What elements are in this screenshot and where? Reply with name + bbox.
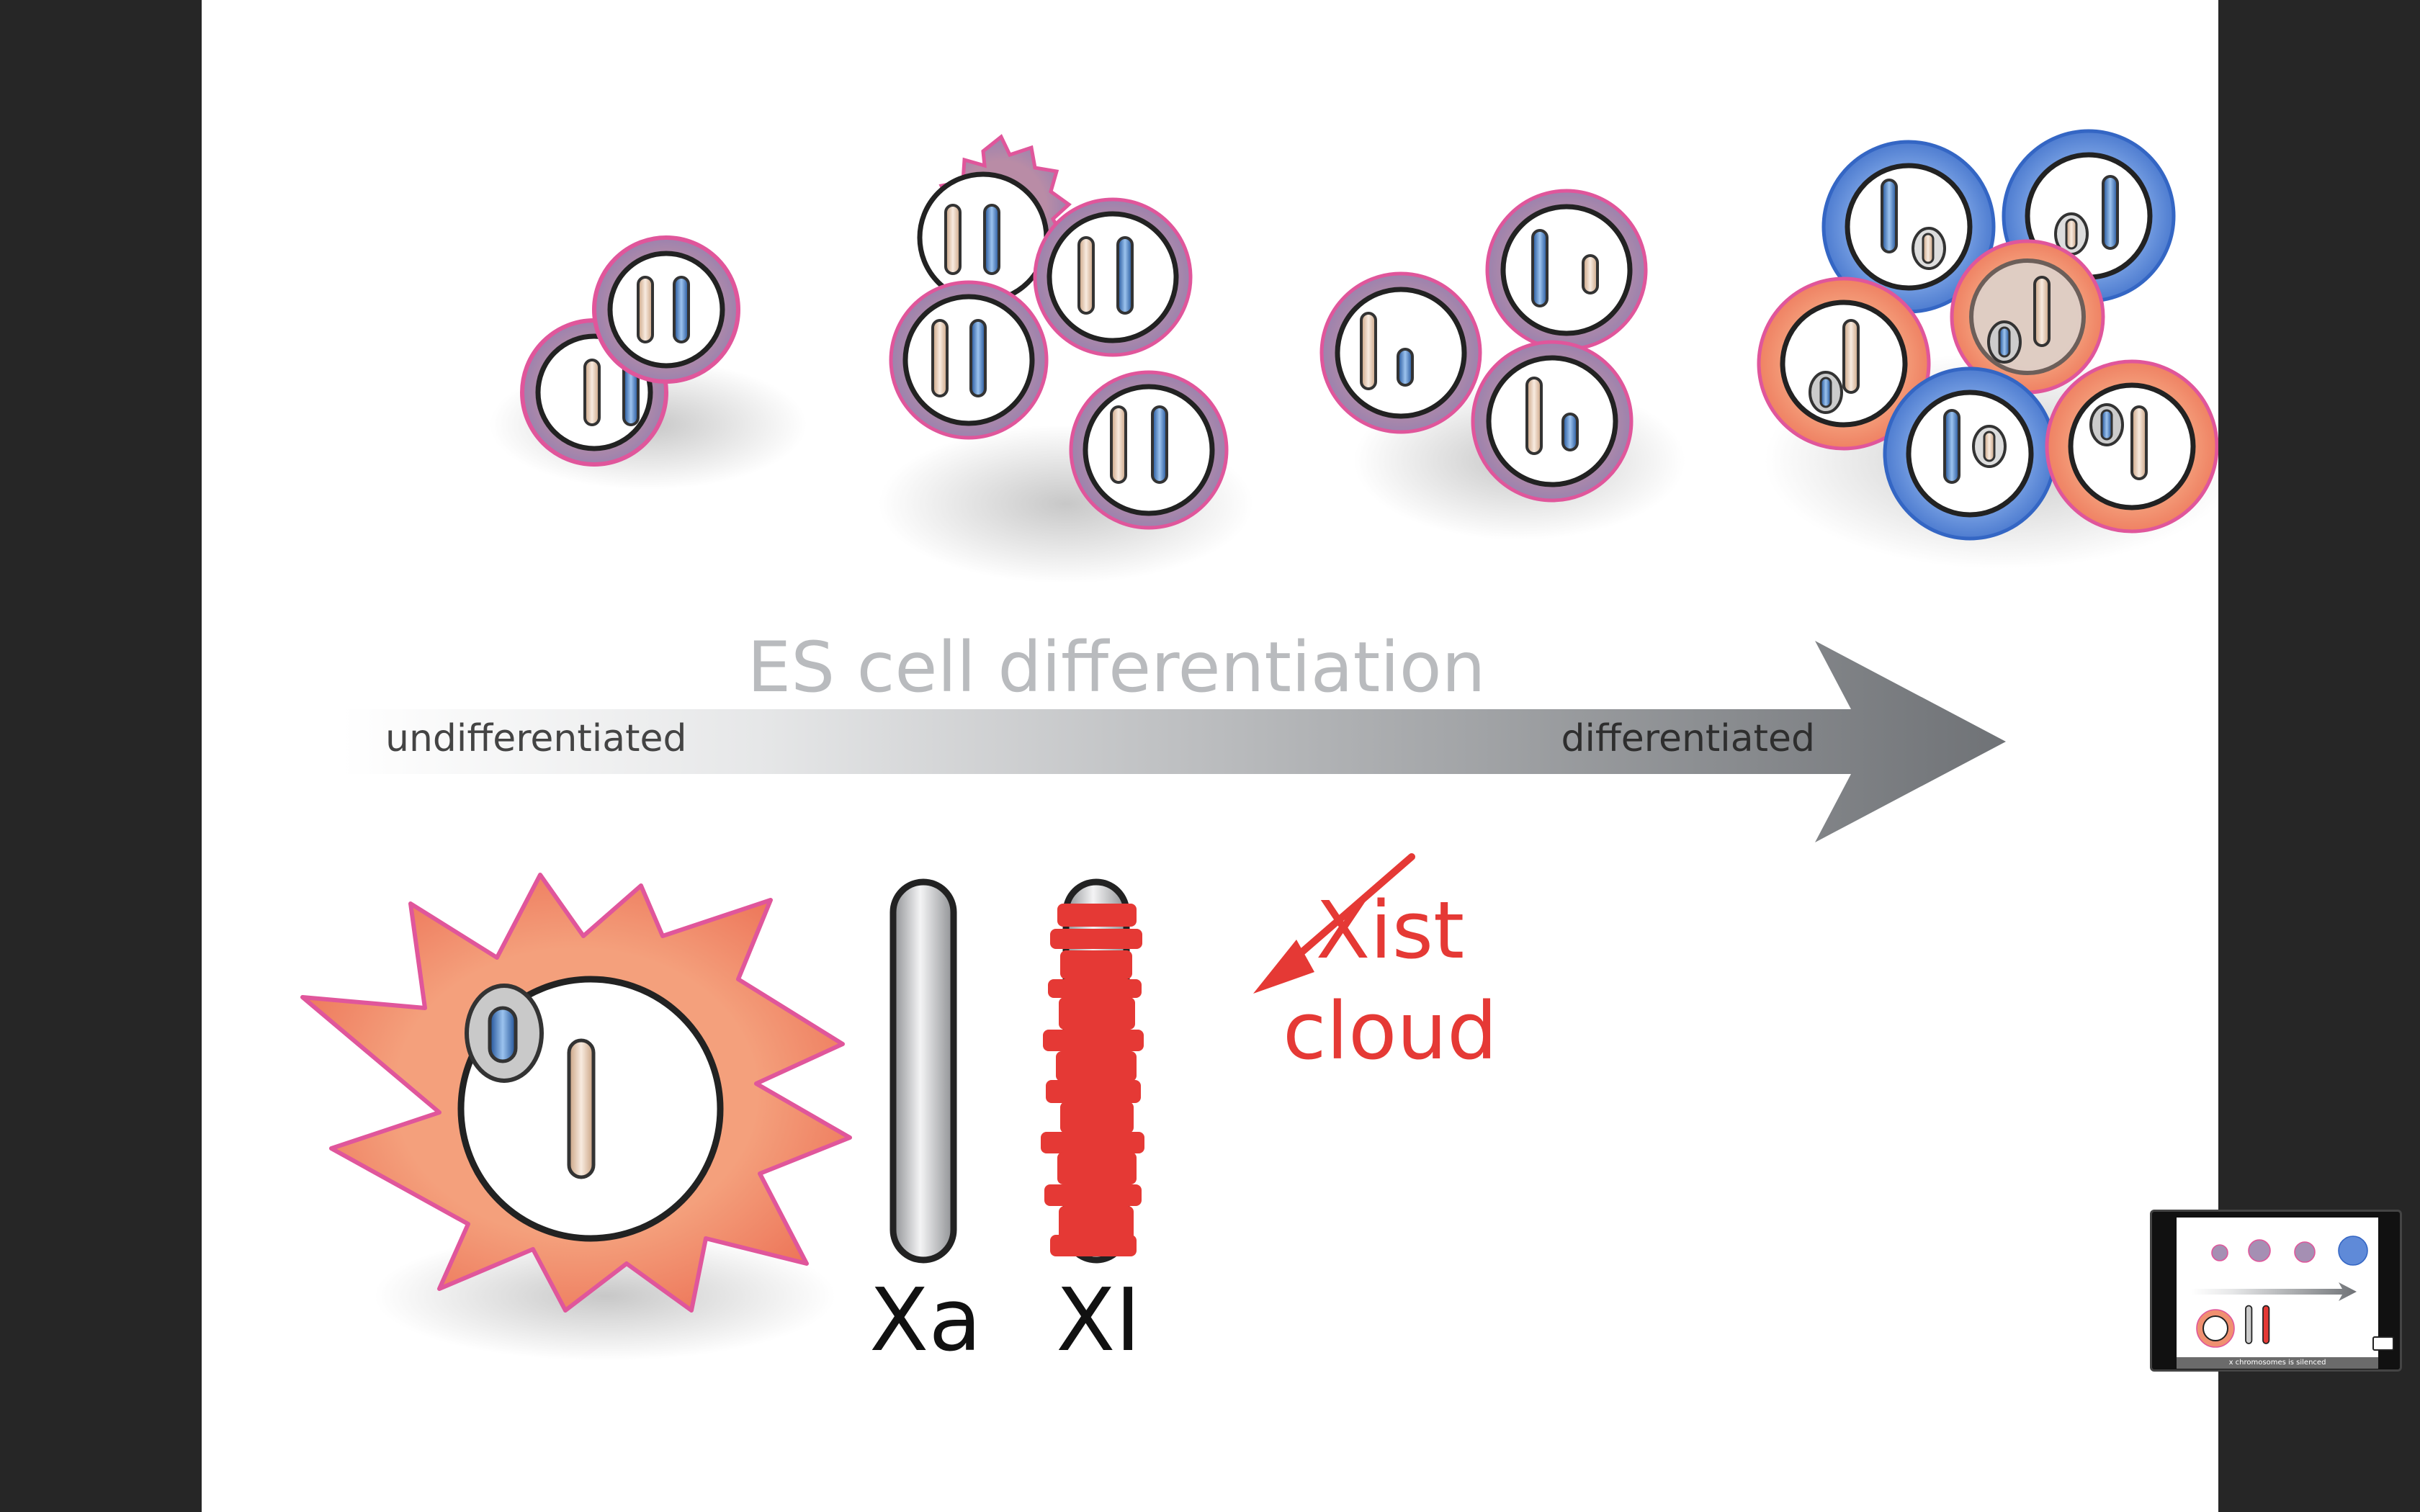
stage-mid-cells: [1319, 189, 1685, 540]
xa-label: Xa: [869, 1271, 982, 1371]
large-differentiated-cell: [300, 873, 852, 1361]
xist-label-line2: cloud: [1283, 985, 1497, 1077]
thumbnail-preview: x chromosomes is silenced: [2177, 1218, 2378, 1369]
slide: ES cell differentiation undifferentiated…: [202, 0, 2218, 1512]
cell: [1319, 271, 1482, 434]
cell: [1069, 370, 1229, 530]
stage-differentiated-cells: [1757, 129, 2218, 569]
cell: [2002, 129, 2176, 303]
end-label: differentiated: [1561, 717, 1815, 760]
xist-cloud: [1041, 904, 1144, 1256]
thumbnail-caption: x chromosomes is silenced: [2177, 1357, 2378, 1369]
xist-label-line1: Xist: [1316, 884, 1464, 976]
xi-label: XI: [1056, 1271, 1141, 1371]
cell: [592, 235, 740, 384]
cell: [1950, 239, 2105, 395]
cell: [1033, 197, 1193, 357]
cell: [917, 134, 1072, 304]
cell: [1883, 366, 2057, 541]
cell: [1821, 140, 1996, 314]
cell: [889, 280, 1049, 440]
differentiation-arrow: [342, 641, 2006, 842]
expand-icon[interactable]: [2372, 1336, 2394, 1351]
cell: [1471, 340, 1634, 503]
start-label: undifferentiated: [385, 717, 686, 760]
cell: [1485, 189, 1648, 351]
cell: [1757, 276, 1931, 451]
stage-early-cells: [879, 134, 1253, 583]
xist-pointer-arrow: [1253, 853, 1415, 994]
xa-chromosome: [889, 878, 957, 1264]
arrow-title: ES cell differentiation: [748, 627, 1486, 708]
stage-undifferentiated-cells: [490, 235, 807, 490]
diagram-canvas: ES cell differentiation undifferentiated…: [300, 129, 2218, 1371]
thumbnail-diagram: [2177, 1218, 2378, 1369]
slide-thumbnail[interactable]: x chromosomes is silenced: [2150, 1210, 2402, 1372]
cell: [2045, 359, 2218, 534]
